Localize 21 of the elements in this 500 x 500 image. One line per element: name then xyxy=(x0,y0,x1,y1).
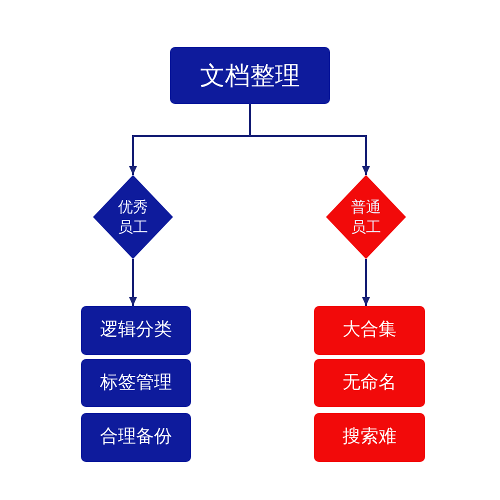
box-label: 搜索难 xyxy=(342,426,396,449)
box-label: 合理备份 xyxy=(100,426,172,449)
box-label: 无命名 xyxy=(342,372,396,394)
box-label: 大合集 xyxy=(342,319,396,342)
process-box xyxy=(170,47,330,104)
process-box xyxy=(314,306,425,355)
arrow xyxy=(362,259,370,306)
process-box xyxy=(314,359,425,407)
decision-diamond xyxy=(93,175,173,259)
box-label: 逻辑分类 xyxy=(100,319,172,342)
arrow xyxy=(129,259,137,306)
box-label: 标签管理 xyxy=(100,372,172,394)
process-box xyxy=(81,413,191,462)
arrow xyxy=(249,104,370,175)
diamond-label: 优秀员工 xyxy=(117,196,149,238)
process-box xyxy=(81,306,191,355)
diamond-label: 普通员工 xyxy=(350,196,382,238)
decision-diamond xyxy=(326,175,406,259)
box-label: 文档整理 xyxy=(200,60,300,92)
process-box xyxy=(81,359,191,407)
process-box xyxy=(314,413,425,462)
